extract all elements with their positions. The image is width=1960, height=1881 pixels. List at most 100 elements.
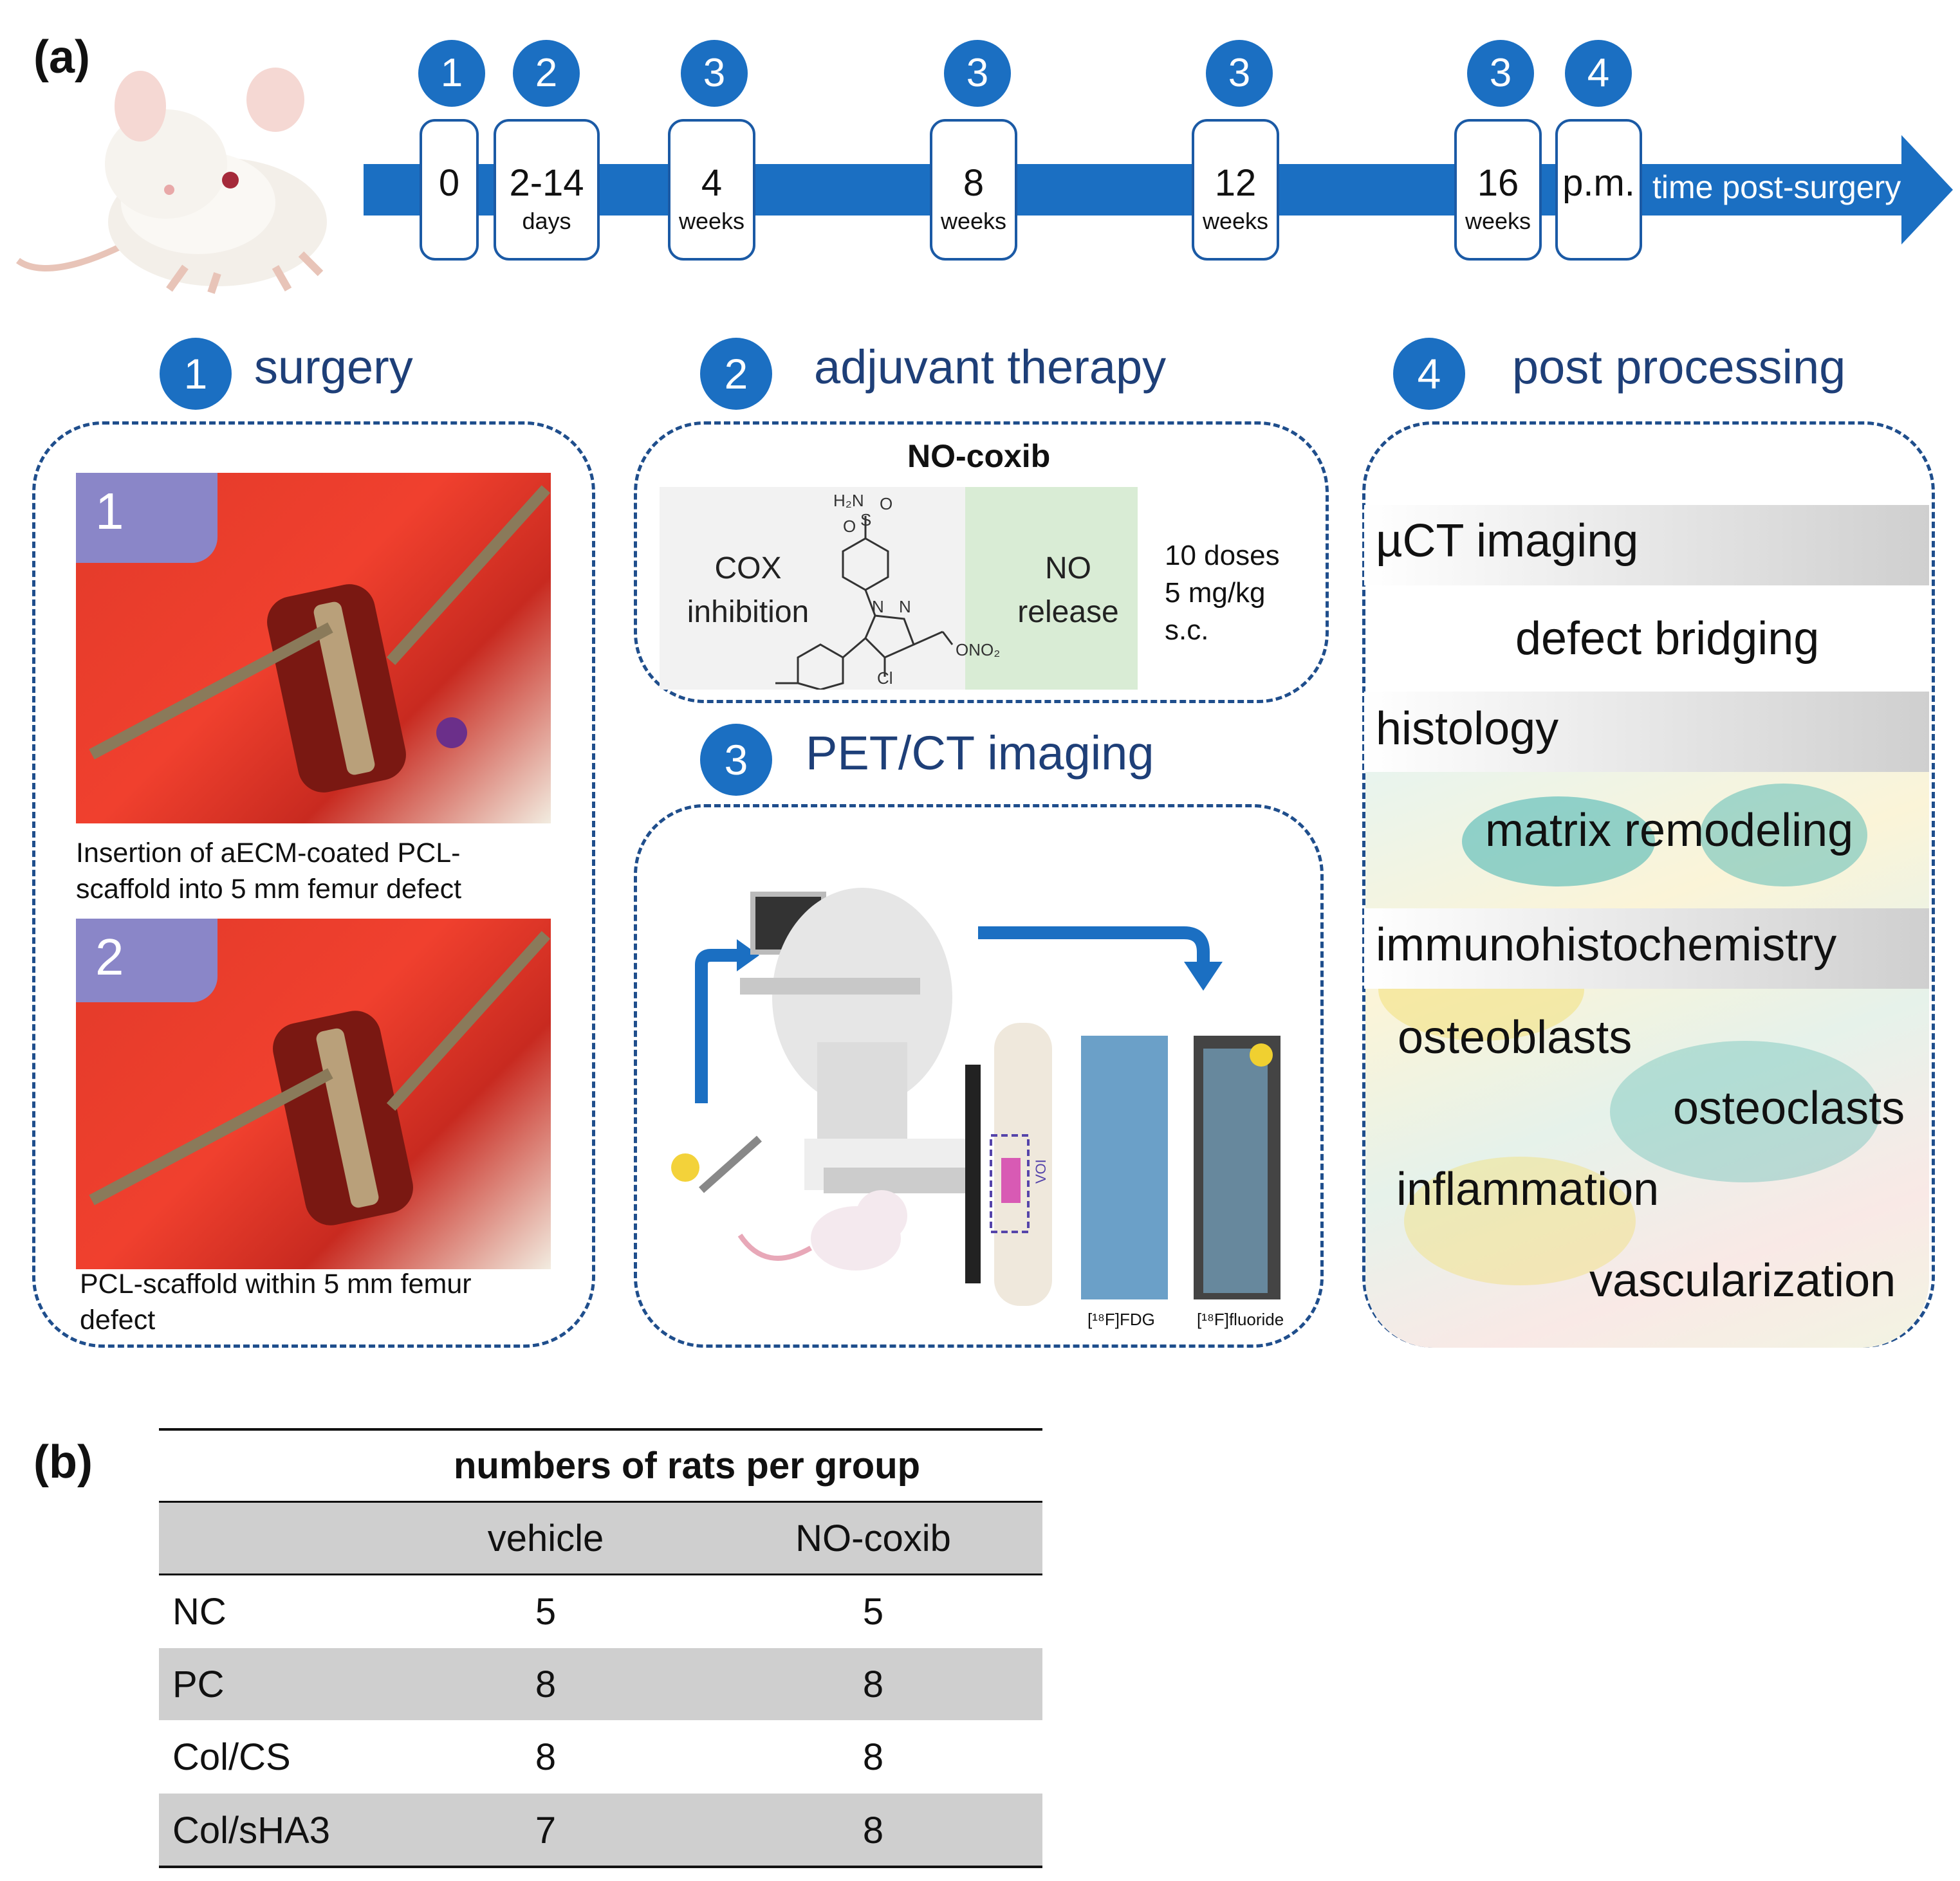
post-processing-strip [1364,692,1929,772]
photo-caption-2: PCL-scaffold within 5 mm femur defect [80,1266,472,1338]
surgery-photo-2: 2 [76,919,551,1269]
caption-line: scaffold into 5 mm femur defect [76,874,462,904]
table-cell: 8 [535,1664,557,1705]
timeline-point: 12 weeks [1192,119,1279,261]
timeline-point: 16 weeks [1454,119,1542,261]
timeline-step-circle: 3 [681,40,748,107]
chem-ono2: ONO₂ [956,640,1000,659]
table-row-group: NC [172,1591,227,1633]
section-number: 1 [160,338,232,410]
photo-caption-1: Insertion of aECM-coated PCL- scaffold i… [76,835,461,907]
table-rule [159,1574,1042,1575]
table-cell: 5 [535,1591,557,1633]
post-text-inflammation: inflammation [1396,1164,1660,1215]
drug-name: NO-coxib [907,438,1051,474]
section-number: 3 [700,724,772,796]
caption-line: defect [80,1305,156,1335]
timeline-axis-label: time post-surgery [1652,169,1901,205]
chem-h2n: H₂N [833,491,864,510]
timeline-value: p.m. [1562,162,1635,204]
table-cell: 8 [535,1736,557,1778]
adjuvant-panel [634,421,1329,703]
timeline-value: 16 [1477,162,1519,204]
chem-o: O [880,494,892,513]
timeline-point: 0 [420,119,479,261]
caption-line: Insertion of aECM-coated PCL- [76,838,461,868]
surgery-panel [32,421,595,1348]
post-text-defect-bridging: defect bridging [1515,613,1820,665]
table-row [159,1794,1042,1866]
dose-info: 10 doses 5 mg/kg s.c. [1165,537,1280,649]
timeline-unit: weeks [1465,208,1531,234]
timeline-value: 2-14 [509,162,584,204]
table-title: numbers of rats per group [454,1445,921,1487]
timeline-value: 12 [1214,162,1257,204]
table-cell: 8 [862,1810,884,1851]
post-heading-histology: histology [1376,703,1559,755]
cox-inhibition-label: COX inhibition [669,547,827,634]
table-row-group: PC [172,1664,225,1705]
timeline-unit: weeks [1202,208,1269,234]
dose-line: 10 doses [1165,540,1280,571]
timeline-unit: days [522,208,571,234]
table-cell: 8 [862,1664,884,1705]
section-title-pet: PET/CT imaging [806,726,1154,780]
cox-inhibition-region [660,487,965,690]
timeline-step-circle: 4 [1565,40,1632,107]
table-row [159,1648,1042,1720]
table-top-rule [159,1428,1042,1431]
dose-line: 5 mg/kg [1165,577,1266,609]
timeline-point: p.m. [1555,119,1642,261]
post-heading-ihc: immunohistochemistry [1376,919,1837,971]
post-heading-uct: µCT imaging [1376,515,1639,567]
rat-illustration [16,68,327,294]
dose-line: s.c. [1165,614,1209,646]
timeline-value: 8 [963,162,985,204]
caption-line: PCL-scaffold within 5 mm femur [80,1269,472,1299]
timeline-unit: weeks [678,208,745,234]
post-text-osteoclasts: osteoclasts [1673,1083,1905,1134]
chem-s: S [860,510,871,529]
scan-label-fdg: [¹⁸F]FDG [1087,1310,1155,1329]
table-header-row [159,1503,1042,1575]
timeline-step-circle: 1 [418,40,485,107]
table-col-header: NO-coxib [795,1518,951,1559]
section-number: 2 [700,338,772,410]
table-row-group: Col/sHA3 [172,1810,330,1851]
label-line: COX [714,551,782,585]
timeline-bar [364,164,1921,216]
panel-b-label: (b) [33,1436,93,1488]
table-cell: 5 [862,1591,884,1633]
timeline-step-circle: 3 [1206,40,1273,107]
photo-number: 1 [95,482,124,540]
chemical-structure: H₂N S O O N N Cl ONO₂ [775,491,1000,690]
pet-panel [634,804,1324,1348]
post-text-matrix-remodeling: matrix remodeling [1485,805,1854,856]
photo-number: 2 [95,928,124,986]
table-col-header: vehicle [487,1518,604,1559]
label-line: release [1017,595,1119,629]
table-cell: 7 [535,1810,557,1851]
timeline-step-circle: 3 [944,40,1011,107]
table-bottom-rule [159,1866,1042,1868]
no-release-label: NO release [994,547,1142,634]
section-number: 4 [1393,338,1465,410]
voi-label: VOI [1033,1159,1049,1184]
label-line: inhibition [687,595,809,629]
chem-n: N [872,597,884,616]
chem-o: O [843,517,856,536]
section-title-post: post processing [1512,340,1846,394]
timeline-arrowhead [1901,135,1953,244]
chem-n: N [899,597,911,616]
post-processing-strip [1364,908,1929,989]
timeline-point: 4 weeks [668,119,755,261]
pet-ct-illustration: VOI [¹⁸F]FDG [¹⁸F]fluoride [671,888,1284,1329]
table-rule [159,1501,1042,1503]
timeline-point: 2-14 days [494,119,600,261]
section-title-adjuvant: adjuvant therapy [814,340,1167,394]
table-row-group: Col/CS [172,1736,291,1778]
timeline-value: 4 [701,162,723,204]
post-text-vascularization: vascularization [1589,1255,1896,1307]
section-title-surgery: surgery [254,340,413,394]
scan-label-fluoride: [¹⁸F]fluoride [1197,1310,1284,1329]
